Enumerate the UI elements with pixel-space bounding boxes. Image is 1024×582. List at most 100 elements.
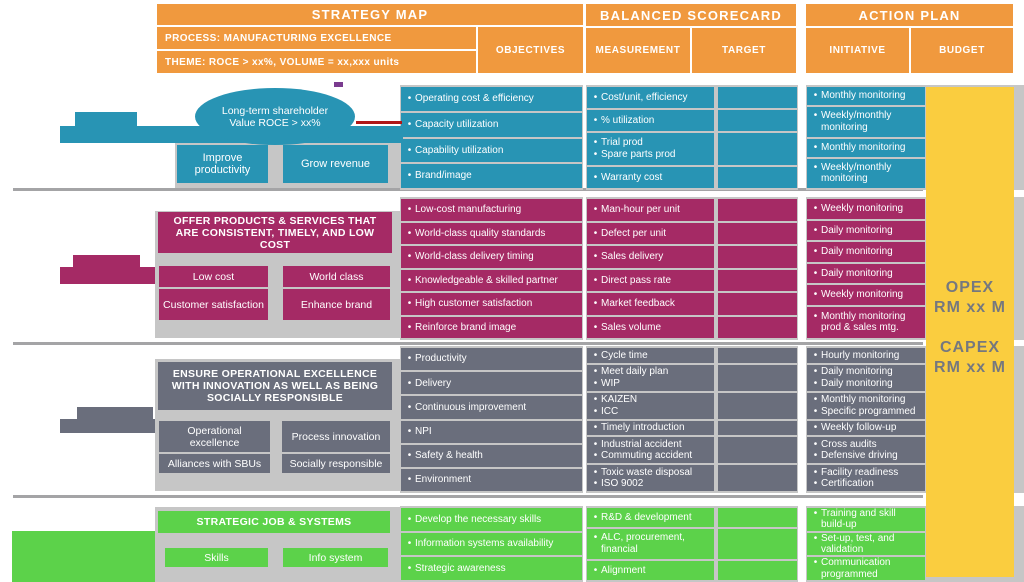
scorecard-list-learning: •R&D & development •ALC, procurement, fi… (587, 506, 797, 582)
initiative-item: •Monthly monitoring•Specific programmed (807, 392, 925, 419)
target-column-header: TARGET (692, 28, 796, 73)
objective-item: •NPI (401, 420, 582, 443)
clipped-learning-label-fragment (12, 531, 155, 582)
opex-value: RM xx M (934, 299, 1006, 316)
clipped-customer-label-fragment (73, 255, 140, 268)
objective-item: •Information systems availability (401, 532, 582, 556)
measurement-cell: •Direct pass rate (587, 269, 714, 291)
objectives-list-internal: •Productivity•Delivery•Continuous improv… (401, 346, 582, 493)
scorecard-row: •Defect per unit (587, 222, 797, 244)
scorecard-row: •KAIZEN•ICC (587, 392, 797, 419)
map-node-process-innovation: Process innovation (282, 421, 390, 452)
measurement-cell: •Sales delivery (587, 246, 714, 268)
target-cell (718, 167, 797, 188)
target-cell (718, 561, 797, 580)
budget-summary: OPEX RM xx M CAPEX RM xx M (926, 278, 1014, 378)
initiative-item: •Communication programmed (807, 557, 925, 581)
scorecard-row: •Industrial accident•Commuting accident (587, 437, 797, 463)
scorecard-row: •ALC, procurement, financial (587, 528, 797, 560)
initiatives-list-learning: •Training and skill build-up•Set-up, tes… (807, 506, 925, 582)
initiative-item: •Set-up, test, and validation (807, 533, 925, 556)
measurement-cell: •Toxic waste disposal•ISO 9002 (587, 465, 714, 491)
scorecard-row: •Cycle time (587, 348, 797, 363)
connector-fragment-purple (334, 82, 343, 87)
initiative-item: •Monthly monitoring prod & sales mtg. (807, 306, 925, 338)
objective-item: •Delivery (401, 372, 582, 395)
initiative-item: •Daily monitoring (807, 263, 925, 284)
initiative-item: •Training and skill build-up (807, 508, 925, 531)
objective-item: •World-class quality standards (401, 222, 582, 244)
measurement-cell: •Market feedback (587, 293, 714, 315)
initiative-item: •Monthly monitoring (807, 87, 925, 105)
initiative-item: •Weekly/monthly monitoring (807, 158, 925, 188)
target-cell (718, 199, 797, 221)
measurement-cell: •Warranty cost (587, 167, 714, 188)
measurement-cell: •Industrial accident•Commuting accident (587, 437, 714, 463)
objective-item: •Strategic awareness (401, 557, 582, 581)
initiative-item: •Hourly monitoring (807, 348, 925, 363)
map-node-longterm-value: Long-term shareholder Value ROCE > xx% (195, 88, 355, 145)
scorecard-list-internal: •Cycle time •Meet daily plan•WIP •KAIZEN… (587, 346, 797, 493)
measurement-cell: •Man-hour per unit (587, 199, 714, 221)
target-cell (718, 316, 797, 338)
target-cell (718, 465, 797, 491)
section-divider (13, 495, 923, 498)
capex-value: RM xx M (934, 359, 1006, 376)
map-node-improve-productivity: Improve productivity (177, 145, 268, 183)
scorecard-row: •% utilization (587, 109, 797, 131)
measurement-cell: •Defect per unit (587, 222, 714, 244)
objectives-panel-internal (400, 346, 583, 493)
objective-item: •Reinforce brand image (401, 316, 582, 338)
scorecard-list-customer: •Man-hour per unit •Defect per unit •Sal… (587, 197, 797, 340)
budget-block (926, 87, 1014, 577)
clipped-internal-label-fragment (77, 407, 153, 420)
scorecard-panel-customer (586, 197, 798, 340)
initiative-item: •Weekly follow-up (807, 420, 925, 435)
target-cell (718, 508, 797, 527)
map-node-socially-responsible: Socially responsible (282, 454, 390, 473)
clipped-customer-label-fragment (60, 267, 157, 284)
initiative-item: •Monthly monitoring (807, 138, 925, 157)
initiative-item: •Weekly monitoring (807, 199, 925, 219)
scorecard-row: •Trial prod•Spare parts prod (587, 132, 797, 166)
measurement-cell: •% utilization (587, 109, 714, 131)
target-cell (718, 87, 797, 108)
scorecard-row: •Alignment (587, 561, 797, 580)
scorecard-row: •Warranty cost (587, 167, 797, 188)
map-node-grow-revenue: Grow revenue (283, 145, 388, 183)
measurement-cell: •Cost/unit, efficiency (587, 87, 714, 108)
objectives-list-financial: •Operating cost & efficiency•Capacity ut… (401, 85, 582, 190)
section-divider (13, 342, 923, 345)
target-cell (718, 222, 797, 244)
objective-item: •Capacity utilization (401, 112, 582, 137)
objective-item: •Low-cost manufacturing (401, 199, 582, 221)
scorecard-list-financial: •Cost/unit, efficiency •% utilization •T… (587, 85, 797, 190)
strategy-map-header: STRATEGY MAP (157, 4, 583, 25)
target-cell (718, 437, 797, 463)
map-statement-customer: OFFER PRODUCTS & SERVICES THAT ARE CONSI… (158, 212, 392, 253)
measurement-cell: •ALC, procurement, financial (587, 528, 714, 560)
map-node-low-cost: Low cost (159, 266, 268, 287)
scorecard-row: •Man-hour per unit (587, 199, 797, 221)
balanced-scorecard-header: BALANCED SCORECARD (586, 4, 796, 26)
capex-label: CAPEX (939, 339, 1001, 356)
objective-item: •High customer satisfaction (401, 293, 582, 315)
measurement-cell: •Timely introduction (587, 420, 714, 435)
initiative-item: •Daily monitoring•Daily monitoring (807, 364, 925, 391)
initiatives-list-financial: •Monthly monitoring•Weekly/monthly monit… (807, 85, 925, 190)
initiatives-list-customer: •Weekly monitoring•Daily monitoring•Dail… (807, 197, 925, 340)
map-node-operational-excellence: Operational excellence (159, 421, 270, 452)
measurement-column-header: MEASUREMENT (586, 28, 690, 73)
objective-item: •Knowledgeable & skilled partner (401, 269, 582, 291)
map-node-world-class: World class (283, 266, 390, 287)
map-node-customer-satisfaction: Customer satisfaction (159, 289, 268, 320)
objective-item: •Operating cost & efficiency (401, 87, 582, 111)
measurement-cell: •Cycle time (587, 348, 714, 363)
target-cell (718, 246, 797, 268)
measurement-cell: •Meet daily plan•WIP (587, 364, 714, 391)
objectives-panel-customer (400, 197, 583, 340)
target-cell (718, 528, 797, 560)
budget-column-header: BUDGET (911, 28, 1013, 73)
initiative-item: •Daily monitoring (807, 220, 925, 241)
